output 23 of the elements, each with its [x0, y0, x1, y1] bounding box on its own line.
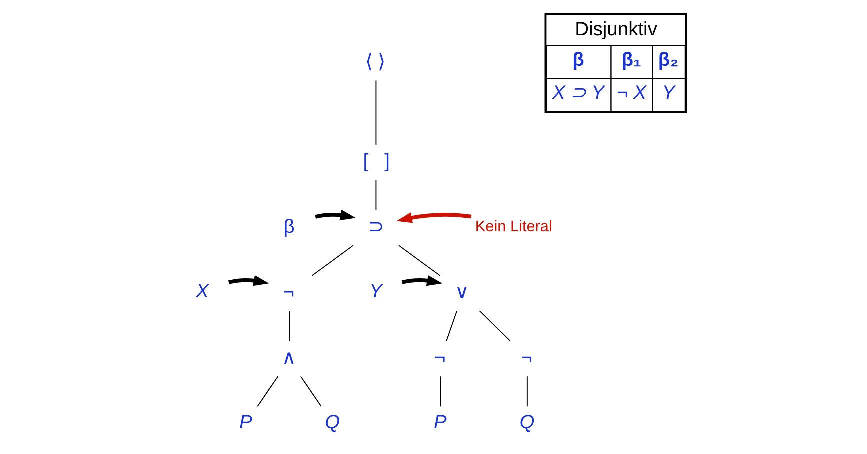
label: β [572, 50, 584, 72]
label: Disjunktiv [574, 19, 657, 40]
node-text: ¬ [282, 282, 294, 304]
node-text: Q [519, 412, 534, 434]
node-text: P [434, 412, 446, 434]
node-text: Kein Literal [474, 218, 552, 236]
node-text: P [238, 412, 252, 434]
node-text: ⊃ [368, 216, 384, 238]
node-text: Y [368, 281, 382, 302]
node-text: β [283, 216, 294, 238]
node-text: X [196, 281, 208, 302]
label: β₁ [621, 50, 642, 72]
node-text: ¬ [434, 348, 446, 369]
label: ¬ X [616, 82, 646, 104]
label: X ⊃ Y [552, 82, 604, 104]
label: Y [662, 82, 675, 104]
node-text: ⟨ ⟩ [365, 52, 384, 74]
node-text: ∨ [454, 282, 469, 304]
node-text: ¬ [520, 348, 532, 369]
node-text: [ ] [362, 151, 390, 172]
label: β₂ [658, 50, 678, 72]
node-text: Q [324, 412, 340, 434]
node-text: ∧ [281, 348, 296, 369]
